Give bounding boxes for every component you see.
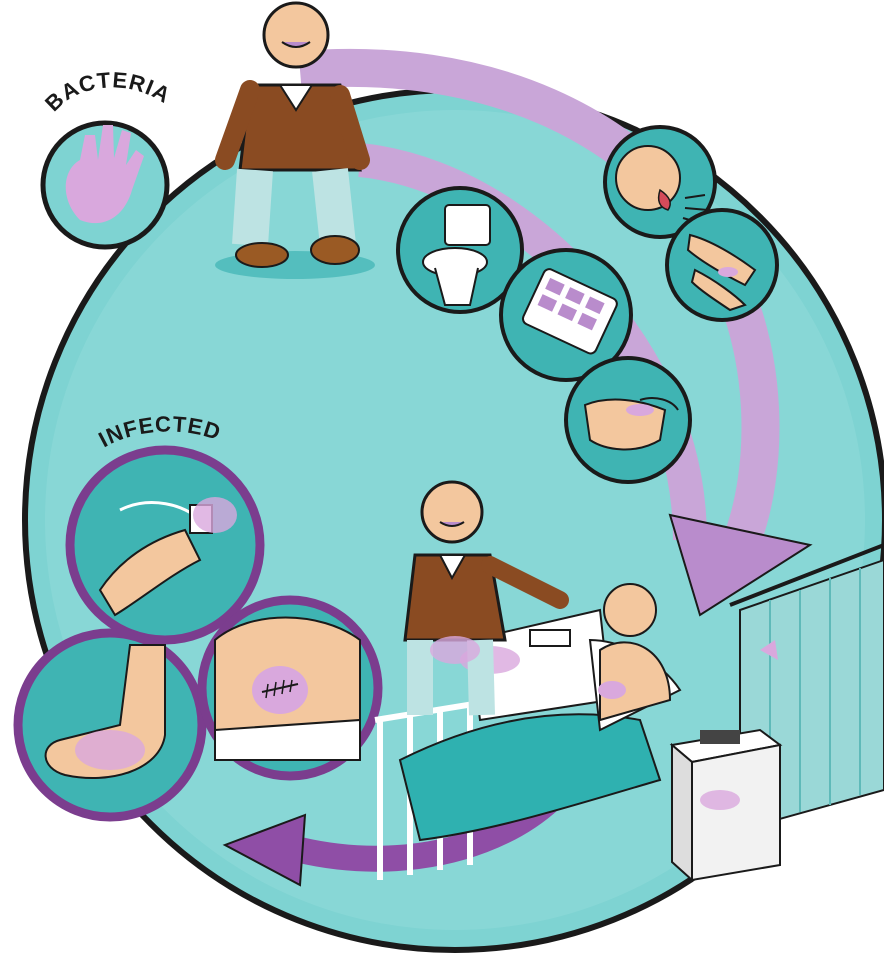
route-hands <box>667 210 777 320</box>
bacteria-label: BACTERIA <box>40 67 175 116</box>
bacteria-badge <box>43 123 167 247</box>
surgical-wound-icon <box>215 618 360 761</box>
route-handshake <box>566 358 690 482</box>
bedside-table-icon <box>672 730 780 880</box>
